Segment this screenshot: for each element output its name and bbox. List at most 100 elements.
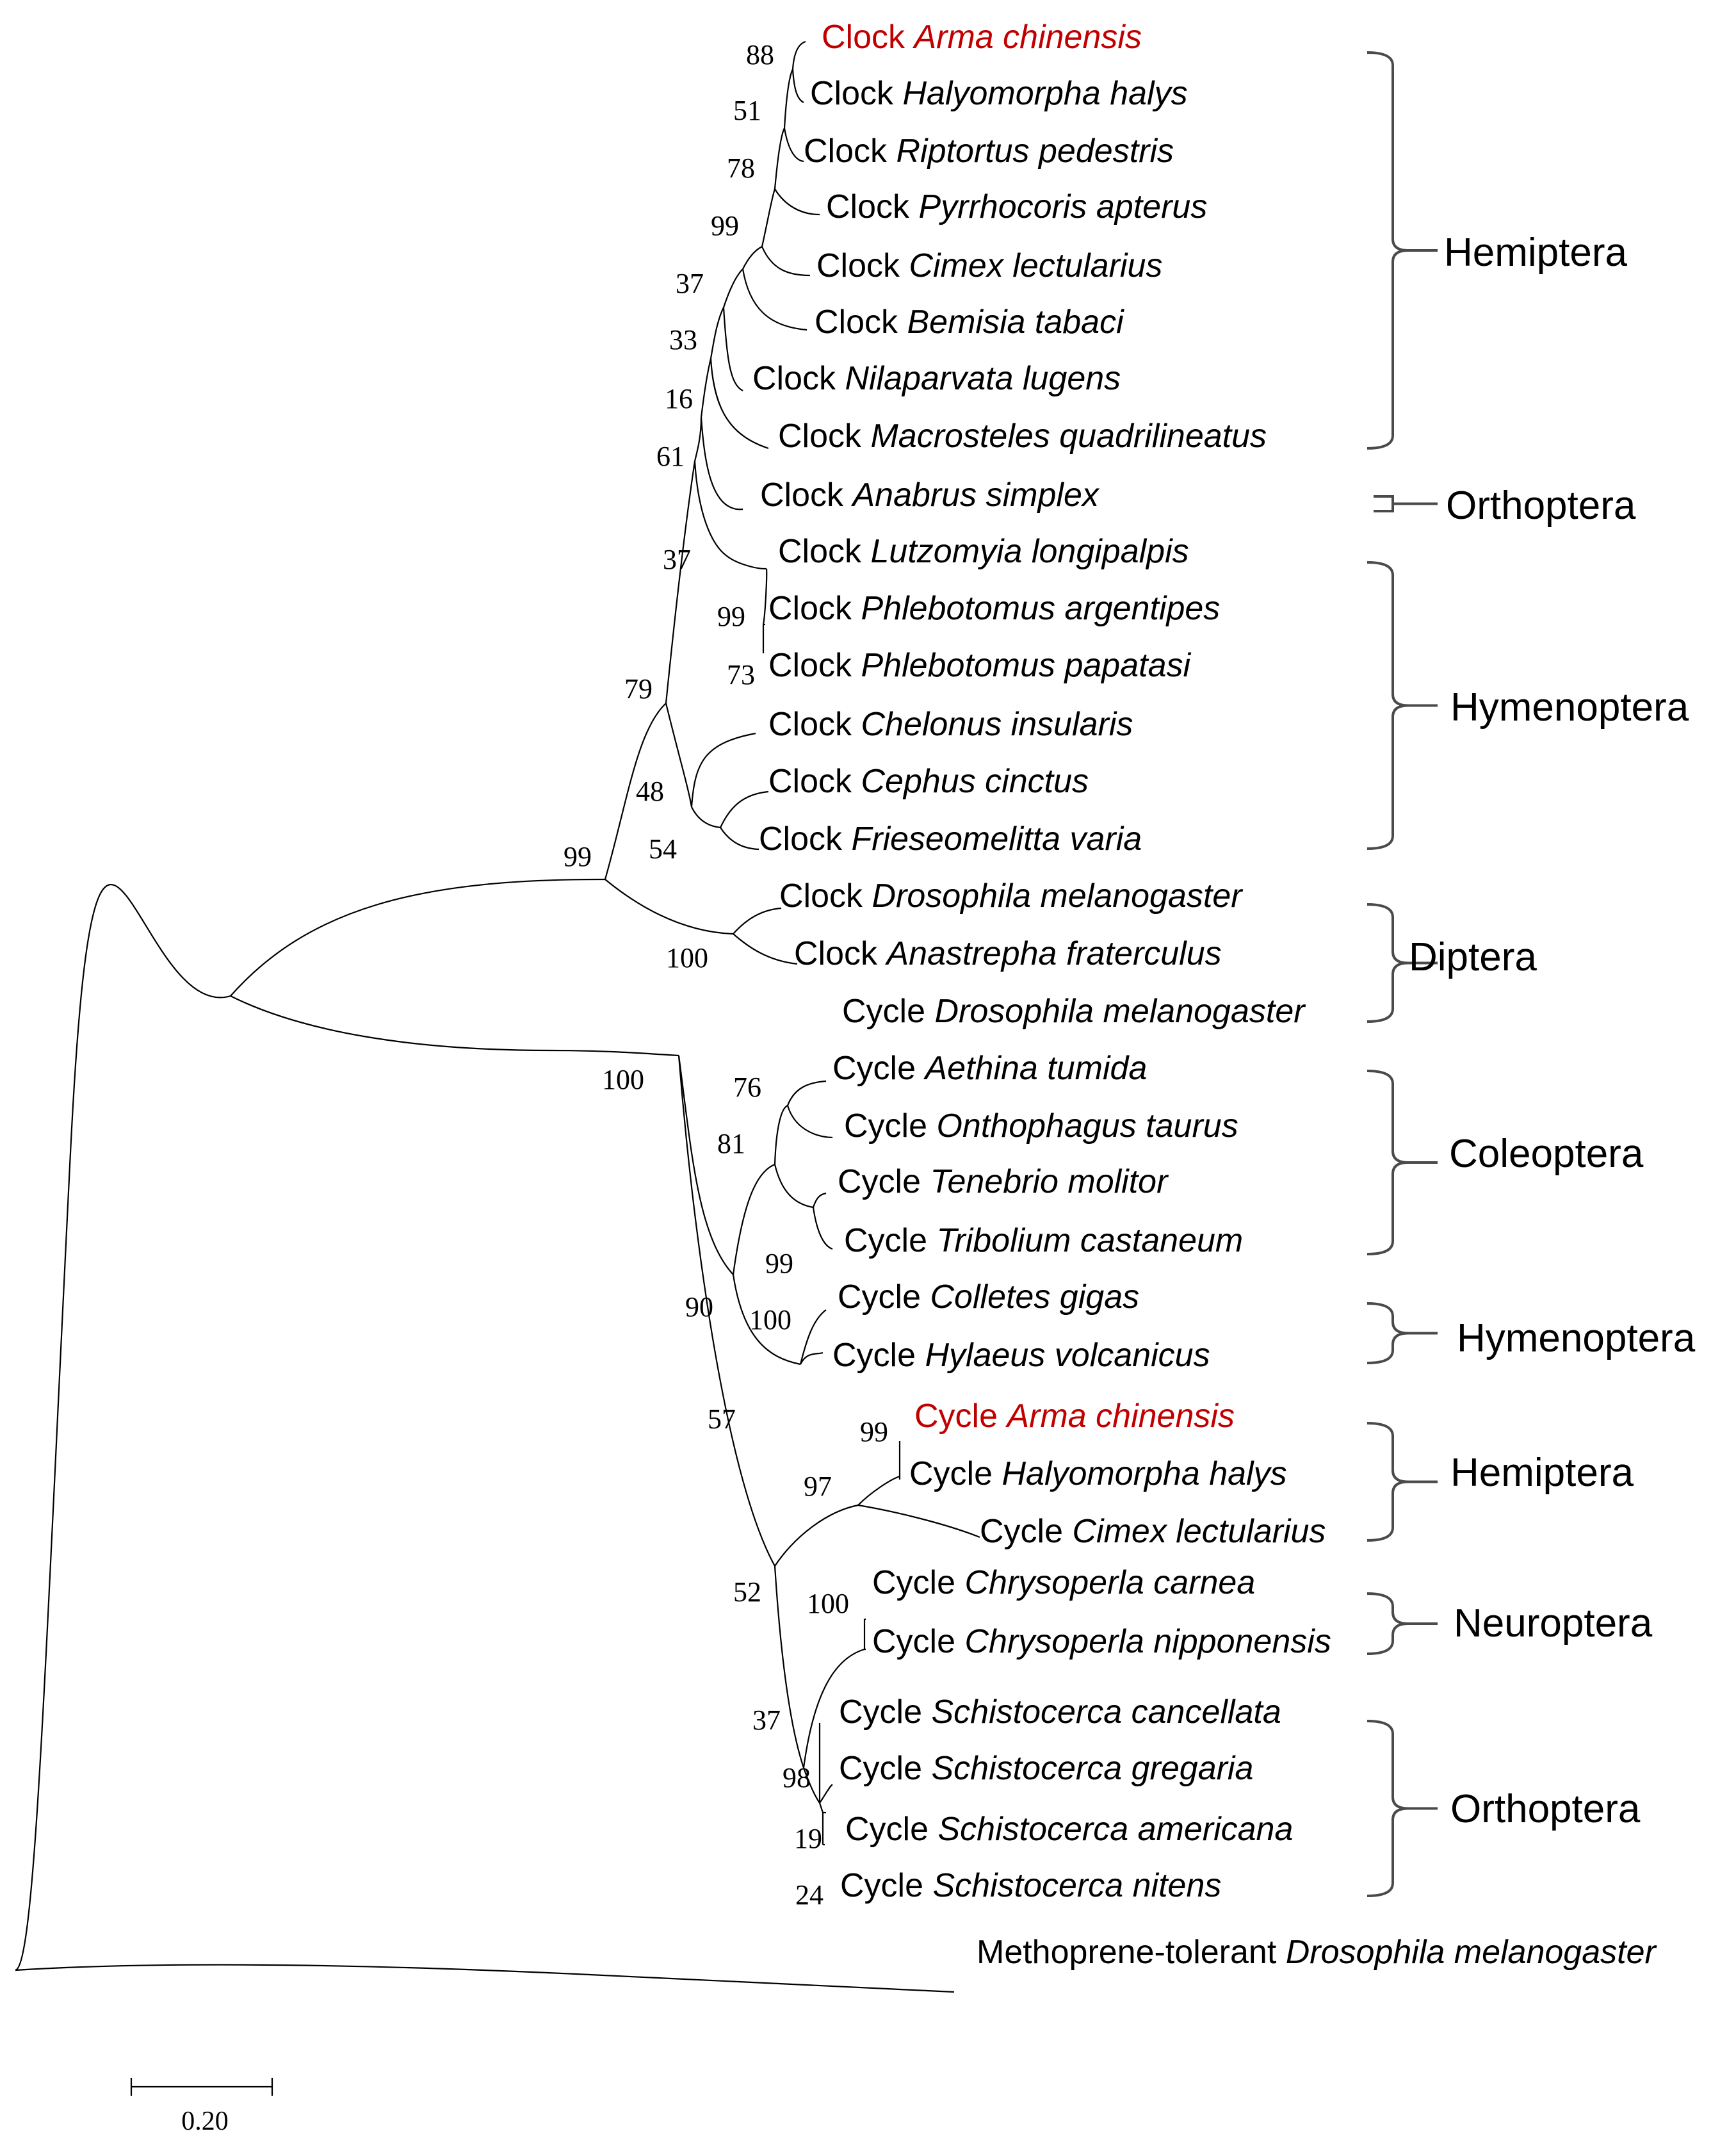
leaf-gene: Cycle: [838, 1163, 930, 1200]
bootstrap-value: 99: [860, 1416, 888, 1448]
leaf-label: Cycle Schistocerca nitens: [840, 1867, 1221, 1904]
order-bracket: [1367, 1422, 1438, 1542]
order-bracket: [1367, 1070, 1438, 1255]
bootstrap-value: 99: [717, 601, 745, 632]
bootstrap-value: 52: [733, 1576, 761, 1608]
bootstrap-value: 100: [749, 1304, 791, 1335]
bootstrap-value: 99: [765, 1248, 793, 1279]
bootstrap-value: 79: [624, 673, 653, 705]
leaf-label: Cycle Tribolium castaneum: [844, 1222, 1243, 1259]
leaf-species: Arma chinensis: [1005, 1398, 1234, 1435]
leaf-species: Cimex lectularius: [1072, 1513, 1326, 1550]
leaf-gene: Cycle: [832, 1337, 925, 1374]
leaf-species: Drosophila melanogaster: [872, 877, 1244, 915]
bootstrap-value: 100: [807, 1588, 849, 1619]
leaf-species: Bemisia tabaci: [907, 304, 1124, 341]
leaf-gene: Clock: [816, 247, 909, 284]
order-label: Orthoptera: [1450, 1787, 1641, 1831]
leaf-gene: Clock: [804, 133, 896, 170]
bootstrap-value: 73: [727, 659, 755, 690]
leaf-label: Cycle Aethina tumida: [832, 1050, 1147, 1087]
leaf-species: Frieseomelitta varia: [851, 820, 1142, 858]
leaf-species: Anastrepha fraterculus: [884, 935, 1221, 972]
bootstrap-value: 24: [795, 1879, 823, 1911]
leaf-gene: Clock: [768, 706, 861, 743]
leaf-gene: Cycle: [914, 1398, 1007, 1435]
order-label: Hemiptera: [1450, 1451, 1634, 1495]
bootstrap-value: 33: [669, 324, 697, 355]
leaf-gene: Clock: [815, 304, 907, 341]
leaf-label: Cycle Colletes gigas: [838, 1278, 1139, 1316]
leaf-label: Clock Phlebotomus argentipes: [768, 590, 1220, 627]
leaf-gene: Cycle: [832, 1050, 925, 1087]
order-label: Hymenoptera: [1457, 1316, 1696, 1360]
leaf-label: Cycle Drosophila melanogaster: [842, 993, 1306, 1030]
leaf-species: Schistocerca nitens: [932, 1867, 1221, 1904]
leaf-gene: Cycle: [980, 1513, 1072, 1550]
leaf-gene: Clock: [759, 820, 851, 858]
leaf-species: Chrysoperla carnea: [964, 1564, 1255, 1601]
leaf-label: Cycle Onthophagus taurus: [844, 1107, 1238, 1145]
leaf-label: Cycle Schistocerca americana: [845, 1811, 1293, 1848]
leaf-gene: Cycle: [872, 1564, 964, 1601]
leaf-species: Halyomorpha halys: [902, 75, 1187, 112]
leaf-gene: Cycle: [839, 1750, 931, 1787]
bootstrap-value: 48: [636, 776, 664, 807]
leaf-species: Hylaeus volcanicus: [925, 1337, 1210, 1374]
leaf-gene: Clock: [794, 935, 886, 972]
order-bracket: [1367, 1592, 1438, 1655]
scale-bar-line: [130, 2078, 273, 2096]
leaf-label: Clock Phlebotomus papatasi: [768, 647, 1191, 684]
leaf-species: Halyomorpha halys: [1002, 1455, 1286, 1492]
leaf-label: Cycle Chrysoperla nipponensis: [872, 1623, 1331, 1660]
bootstrap-value: 88: [746, 39, 774, 70]
bootstrap-value: 100: [666, 942, 708, 974]
leaf-label: Clock Frieseomelitta varia: [759, 820, 1142, 858]
leaf-label: Clock Chelonus insularis: [768, 706, 1133, 743]
order-bracket: [1367, 561, 1438, 850]
leaf-species: Aethina tumida: [923, 1050, 1147, 1087]
order-label: Hymenoptera: [1450, 685, 1689, 730]
leaf-label: Cycle Cimex lectularius: [980, 1513, 1326, 1550]
bootstrap-value: 19: [794, 1823, 822, 1854]
leaf-label: Clock Anastrepha fraterculus: [794, 935, 1222, 972]
leaf-label: Clock Drosophila melanogaster: [779, 877, 1244, 915]
leaf-species: Drosophila melanogaster: [1286, 1934, 1658, 1971]
leaf-gene: Methoprene-tolerant: [977, 1934, 1286, 1971]
tree-branches-visible: [15, 40, 980, 1993]
bootstrap-value: 99: [564, 841, 592, 872]
leaf-species: Schistocerca americana: [937, 1811, 1293, 1848]
leaf-species: Phlebotomus papatasi: [861, 647, 1191, 684]
leaf-gene: Cycle: [839, 1693, 931, 1731]
leaf-species: Cephus cinctus: [861, 763, 1089, 800]
leaf-gene: Clock: [768, 763, 861, 800]
leaf-species: Anabrus simplex: [850, 477, 1099, 514]
leaf-gene: Clock: [822, 19, 914, 56]
leaf-gene: Clock: [826, 188, 918, 225]
leaf-label: Clock Cephus cinctus: [768, 763, 1089, 800]
leaf-gene: Cycle: [872, 1623, 964, 1660]
leaf-gene: Cycle: [838, 1278, 930, 1316]
leaf-label: Clock Cimex lectularius: [816, 247, 1162, 284]
leaf-species: Riptortus pedestris: [896, 133, 1174, 170]
leaf-gene: Cycle: [909, 1455, 1002, 1492]
leaf-gene: Cycle: [844, 1222, 936, 1259]
leaf-gene: Cycle: [844, 1107, 936, 1145]
leaf-species: Colletes gigas: [930, 1278, 1139, 1316]
leaf-species: Arma chinensis: [912, 19, 1141, 56]
leaf-label: Clock Arma chinensis: [822, 19, 1142, 56]
leaf-species: Tribolium castaneum: [936, 1222, 1243, 1259]
order-brackets: [1367, 51, 1438, 1897]
leaf-gene: Clock: [768, 647, 861, 684]
leaf-gene: Clock: [778, 418, 870, 455]
bootstrap-value: 99: [711, 210, 739, 241]
bootstrap-value: 97: [804, 1471, 832, 1502]
leaf-gene: Cycle: [842, 993, 934, 1030]
leaf-label: Clock Macrosteles quadrilineatus: [778, 418, 1267, 455]
leaf-label: Clock Bemisia tabaci: [815, 304, 1124, 341]
bootstrap-value: 78: [727, 152, 755, 184]
order-label: Orthoptera: [1446, 484, 1636, 528]
leaf-label: Clock Lutzomyia longipalpis: [778, 533, 1189, 570]
